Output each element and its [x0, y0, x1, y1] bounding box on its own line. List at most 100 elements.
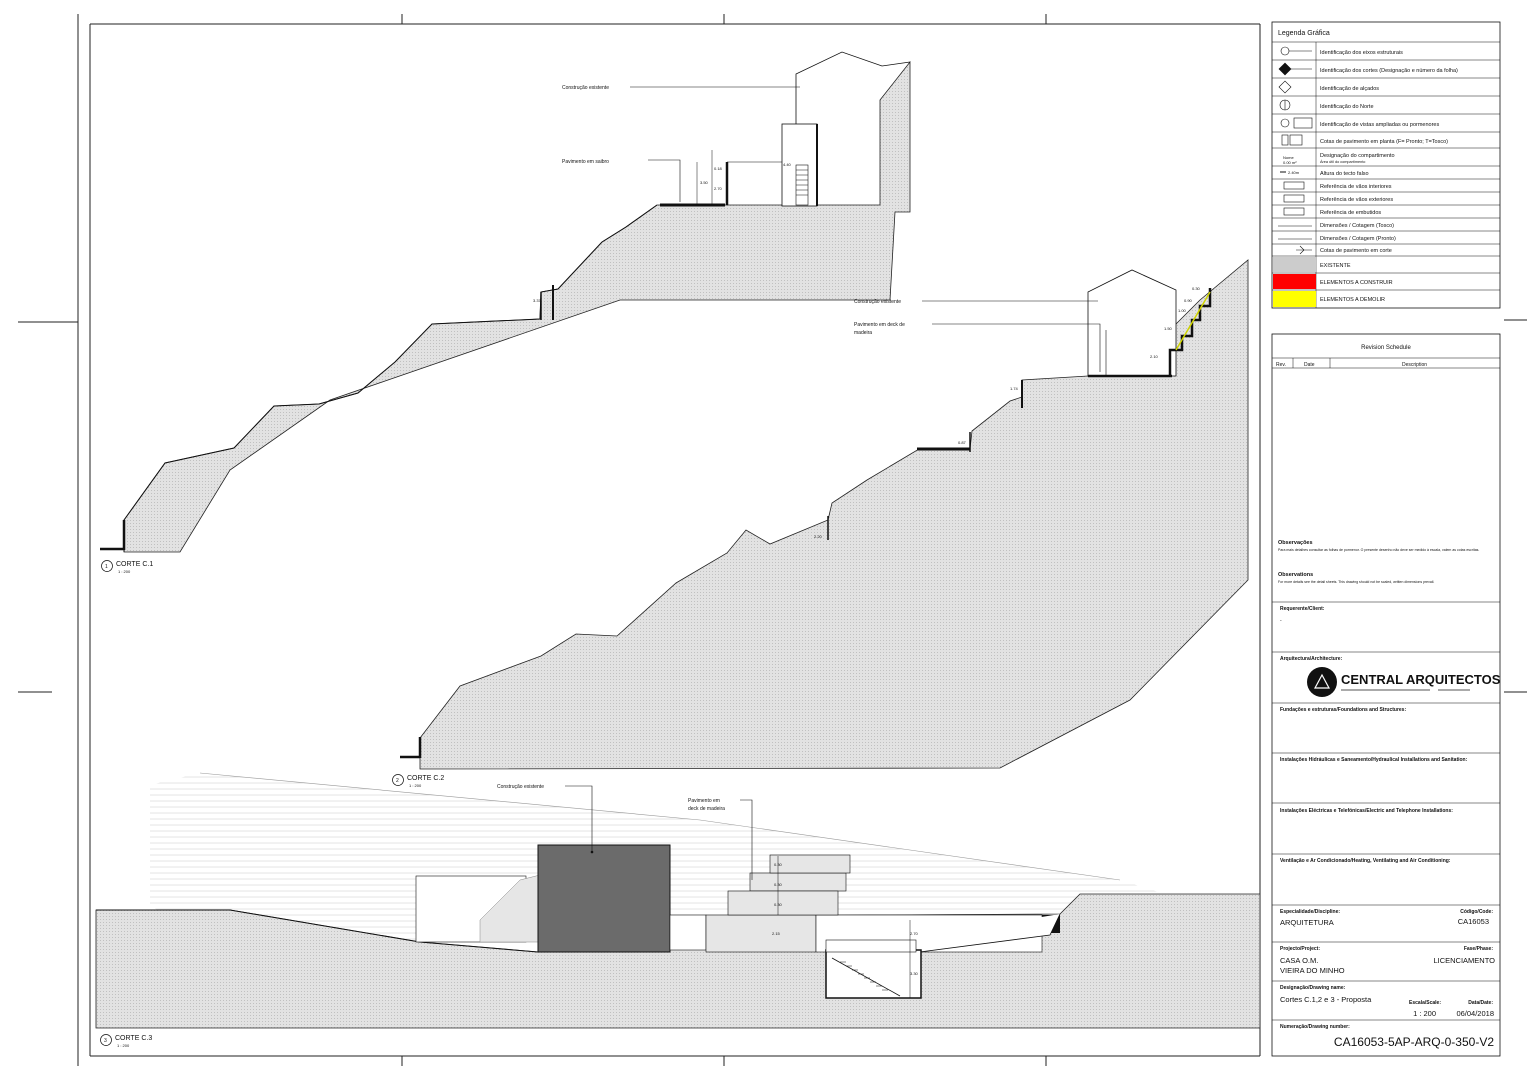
scale-value: 1 : 200 — [1413, 1009, 1436, 1018]
svg-text:Instalações Hidráulicas e Sane: Instalações Hidráulicas e Saneamento/Hyd… — [1280, 757, 1468, 763]
svg-text:Fundações e estruturas/Foundat: Fundações e estruturas/Foundations and S… — [1280, 707, 1406, 713]
c2-title-marker: 2 CORTE C.2 1 : 200 — [392, 774, 444, 788]
svg-text:2.20: 2.20 — [814, 534, 823, 539]
svg-text:2.70: 2.70 — [714, 186, 723, 191]
c1-existing-house — [795, 51, 911, 205]
section-c1: 3.50 2.70 4.40 0.18 3.37 Construção exis… — [100, 51, 911, 574]
svg-text:Date: Date — [1304, 362, 1315, 368]
c3-title: CORTE C.3 — [115, 1035, 152, 1042]
svg-text:1.74: 1.74 — [1010, 386, 1019, 391]
svg-text:Dimensões / Cotagem (Pronto): Dimensões / Cotagem (Pronto) — [1320, 236, 1396, 242]
svg-text:Requerente/Client:: Requerente/Client: — [1280, 606, 1325, 612]
svg-text:4.40: 4.40 — [783, 162, 792, 167]
code-value: CA16053 — [1458, 917, 1489, 926]
built-in-icon — [1283, 207, 1305, 216]
svg-text:3.37: 3.37 — [533, 298, 542, 303]
svg-text:Código/Code:: Código/Code: — [1460, 909, 1493, 915]
c1-ground-line — [123, 204, 658, 552]
svg-text:Identificação do Norte: Identificação do Norte — [1320, 104, 1374, 110]
discipline-value: ARQUITETURA — [1280, 918, 1334, 927]
svg-text:3.50: 3.50 — [700, 180, 709, 185]
svg-text:2.70: 2.70 — [910, 931, 919, 936]
c1-title: CORTE C.1 — [116, 561, 153, 568]
svg-text:Description: Description — [1402, 362, 1427, 368]
svg-text:ELEMENTOS A DEMOLIR: ELEMENTOS A DEMOLIR — [1320, 297, 1385, 303]
svg-text:1.50: 1.50 — [1164, 326, 1173, 331]
svg-text:1 : 200: 1 : 200 — [118, 569, 131, 574]
c1-label-floor: Pavimento em saibro — [562, 159, 609, 165]
svg-text:ELEMENTOS A CONSTRUIR: ELEMENTOS A CONSTRUIR — [1320, 280, 1393, 286]
c3-background-hatch — [150, 773, 1200, 940]
c2-title: CORTE C.2 — [407, 775, 444, 782]
svg-text:0.30: 0.30 — [1192, 286, 1201, 291]
svg-text:1.00: 1.00 — [1178, 308, 1187, 313]
svg-text:Referência de embutidos: Referência de embutidos — [1320, 210, 1381, 216]
svg-text:Pavimento em: Pavimento em — [688, 798, 720, 804]
svg-text:0.87: 0.87 — [958, 440, 967, 445]
svg-text:Referência de vãos interiores: Referência de vãos interiores — [1320, 184, 1392, 190]
svg-text:0.30: 0.30 — [774, 862, 783, 867]
svg-text:0.30: 0.30 — [774, 882, 783, 887]
phase-value: LICENCIAMENTO — [1433, 956, 1495, 965]
legend-symbols — [1278, 46, 1313, 255]
legend-swatch — [1273, 291, 1316, 307]
level-marker-icon — [1281, 134, 1289, 146]
svg-text:Dimensões / Cotagem (Tosco): Dimensões / Cotagem (Tosco) — [1320, 223, 1394, 229]
svg-text:3: 3 — [104, 1038, 107, 1044]
svg-text:Escala/Scale:: Escala/Scale: — [1409, 1000, 1441, 1006]
sheet-frame — [18, 14, 1527, 1066]
c2-existing-house — [1087, 269, 1177, 377]
svg-text:Pavimento em deck de: Pavimento em deck de — [854, 322, 905, 328]
drawing-name-value: Cortes C.1,2 e 3 - Proposta — [1280, 995, 1372, 1004]
logo-text: CENTRAL ARQUITECTOS — [1341, 672, 1501, 687]
c1-label-existing: Construção existente — [562, 85, 609, 91]
svg-text:Cotas de pavimento em planta (: Cotas de pavimento em planta (F= Pronto;… — [1320, 139, 1448, 145]
project-line1: CASA O.M. — [1280, 956, 1318, 965]
architect-logo: CENTRAL ARQUITECTOS — [1307, 667, 1501, 697]
legend-title: Legenda Gráfica — [1278, 30, 1330, 37]
svg-text:Designação/Drawing name:: Designação/Drawing name: — [1280, 985, 1346, 991]
notes-pt-title: Observações — [1278, 540, 1313, 546]
svg-text:0.00 m²: 0.00 m² — [1283, 160, 1297, 165]
date-value: 06/04/2018 — [1456, 1009, 1494, 1018]
svg-text:0.90: 0.90 — [1184, 298, 1193, 303]
c3-existing-volume — [537, 844, 671, 953]
svg-text:Projecto/Project:: Projecto/Project: — [1280, 946, 1320, 952]
c3-title-marker: 3 CORTE C.3 1 : 200 — [100, 1034, 152, 1048]
exterior-opening-icon — [1283, 194, 1305, 203]
svg-text:Identificação dos eixos estrut: Identificação dos eixos estruturais — [1320, 50, 1403, 56]
svg-text:2.10: 2.10 — [1150, 354, 1159, 359]
c2-label-existing: Construção existente — [854, 299, 901, 305]
project-line2: VIEIRA DO MINHO — [1280, 966, 1345, 975]
elevation-marker-icon — [1278, 80, 1292, 94]
svg-text:-: - — [1280, 618, 1282, 624]
svg-text:Arquitectura/Architecture:: Arquitectura/Architecture: — [1280, 656, 1343, 662]
svg-text:0.18: 0.18 — [714, 166, 723, 171]
legend-swatch — [1273, 257, 1316, 272]
svg-text:deck de madeira: deck de madeira — [688, 806, 725, 812]
legend-panel: Legenda Gráfica — [1271, 21, 1501, 309]
svg-text:2.15: 2.15 — [772, 931, 781, 936]
svg-text:Identificação dos cortes (Desi: Identificação dos cortes (Designação e n… — [1320, 68, 1458, 74]
drawing-number-value: CA16053-5AP-ARQ-0-350-V2 — [1334, 1035, 1494, 1049]
svg-text:0.30: 0.30 — [774, 902, 783, 907]
svg-text:Identificação de vistas amplia: Identificação de vistas ampliadas ou por… — [1320, 122, 1439, 128]
svg-text:Numeração/Drawing number:: Numeração/Drawing number: — [1280, 1024, 1350, 1030]
legend-swatch — [1273, 274, 1316, 289]
svg-text:1: 1 — [105, 564, 108, 570]
svg-text:3.30: 3.30 — [910, 971, 919, 976]
detail-marker-icon — [1280, 118, 1290, 128]
svg-text:madeira: madeira — [854, 330, 872, 336]
revision-title: Revision Schedule — [1361, 345, 1411, 351]
svg-text:2.40m: 2.40m — [1288, 170, 1300, 175]
interior-opening-icon — [1283, 181, 1305, 190]
svg-text:EXISTENTE: EXISTENTE — [1320, 263, 1351, 269]
svg-text:Data/Date:: Data/Date: — [1468, 1000, 1493, 1006]
section-c3: 0.30 0.30 0.30 2.15 2.70 3.30 Construção… — [95, 772, 1261, 1048]
svg-text:Referência de vãos exteriores: Referência de vãos exteriores — [1320, 197, 1393, 203]
svg-text:Designação do compartimento: Designação do compartimento — [1320, 153, 1395, 159]
svg-text:Especialidade/Discipline:: Especialidade/Discipline: — [1280, 909, 1340, 915]
svg-text:Cotas de pavimento em corte: Cotas de pavimento em corte — [1320, 248, 1392, 254]
notes-en-title: Observations — [1278, 572, 1313, 578]
